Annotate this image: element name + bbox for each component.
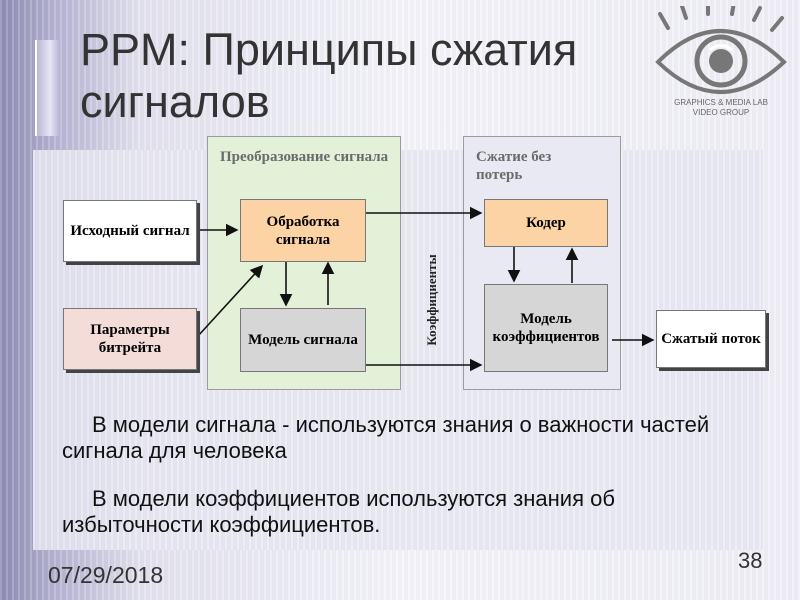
lossless-region-label: Сжатие без потерь xyxy=(476,149,552,183)
slide-title: PPM: Принципы сжатия сигналов xyxy=(80,24,578,127)
decorative-bar xyxy=(35,40,59,136)
bitrate-params-box: Параметры битрейта xyxy=(63,308,197,370)
logo-line-2: VIDEO GROUP xyxy=(692,108,750,117)
signal-model-box: Модель сигнала xyxy=(240,308,366,372)
bullet-1: В модели сигнала - используются знания о… xyxy=(62,412,710,463)
bullet-2: В модели коэффициентов используются знан… xyxy=(62,486,615,537)
coefficient-model-box: Модель коэффициентов xyxy=(484,284,608,372)
coefficients-label-text: Коэффициенты xyxy=(424,254,439,345)
logo-text: GRAPHICS & MEDIA LAB VIDEO GROUP xyxy=(648,98,794,118)
transform-region-label: Преобразование сигнала xyxy=(220,149,389,165)
source-signal-box: Исходный сигнал xyxy=(63,200,197,262)
logo-line-1: GRAPHICS & MEDIA LAB xyxy=(674,98,768,107)
coefficients-label: Коэффициенты xyxy=(424,254,439,345)
eye-logo-icon xyxy=(655,6,787,94)
slide-date: 07/29/2018 xyxy=(48,562,164,588)
compressed-stream-box: Сжатый поток xyxy=(656,310,766,368)
coder-box: Кодер xyxy=(484,199,608,247)
page-number: 38 xyxy=(738,548,763,573)
signal-processing-box: Обработка сигнала xyxy=(240,199,366,262)
